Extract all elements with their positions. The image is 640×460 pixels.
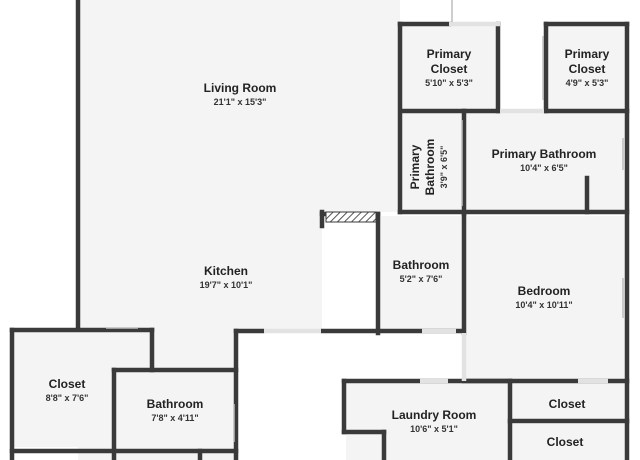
primary-bathroom-dims: 10'4" x 6'5" xyxy=(520,163,568,173)
bedroom-dims: 10'4" x 10'11" xyxy=(515,300,572,310)
primary-bath-small-floor xyxy=(402,113,462,211)
bathroom-left-floor xyxy=(116,372,234,449)
primary-bathroom-name: Primary Bathroom xyxy=(492,147,597,161)
bathroom-left-name: Bathroom xyxy=(147,397,204,411)
primary-bath-small-dims: 3'9" x 6'5" xyxy=(439,146,449,189)
closet-left-floor xyxy=(14,332,112,447)
door-marks xyxy=(106,0,624,442)
primary-closet-1-name-2: Closet xyxy=(431,62,468,76)
primary-closet-1-name-1: Primary xyxy=(427,47,472,61)
living-room-name: Living Room xyxy=(204,81,277,95)
bedroom-floor xyxy=(466,216,625,379)
closet-right-2-floor xyxy=(512,424,625,460)
closet-left-name: Closet xyxy=(49,377,86,391)
laundry-room-dims: 10'6" x 5'1" xyxy=(410,424,458,434)
bedroom-name: Bedroom xyxy=(518,284,571,298)
primary-bath-small-name-1: Primary xyxy=(408,144,422,189)
bathroom-center-floor xyxy=(380,216,462,331)
primary-bath-small-name-2: Bathroom xyxy=(423,139,437,196)
living-kitchen-floor xyxy=(78,0,400,460)
primary-closet-2-floor xyxy=(548,24,625,109)
laundry-room-name: Laundry Room xyxy=(392,408,477,422)
kitchen-name: Kitchen xyxy=(204,264,248,278)
bathroom-center-dims: 5'2" x 7'6" xyxy=(400,274,443,284)
laundry-room-floor xyxy=(346,383,508,460)
openings xyxy=(264,21,608,384)
closet-left-dims: 8'8" x 7'6" xyxy=(46,393,89,403)
bathroom-center-name: Bathroom xyxy=(393,258,450,272)
kitchen-dims: 19'7" x 10'1" xyxy=(200,280,253,290)
primary-bath-small-label: Primary Bathroom 3'9" x 6'5" xyxy=(408,139,449,196)
floor-areas xyxy=(14,0,625,460)
primary-bathroom-floor xyxy=(466,113,625,211)
closet-right-2-name: Closet xyxy=(547,435,584,449)
primary-closet-1-floor xyxy=(402,24,498,109)
bathroom-left-dims: 7'8" x 4'11" xyxy=(151,413,198,423)
room-labels: Living Room 21'1" x 15'3" Kitchen 19'7" … xyxy=(46,47,610,449)
living-room-dims: 21'1" x 15'3" xyxy=(214,97,267,107)
closet-right-1-name: Closet xyxy=(549,397,586,411)
primary-closet-2-name-2: Closet xyxy=(569,62,606,76)
primary-closet-1-dims: 5'10" x 5'3" xyxy=(425,78,473,88)
counter-hatch xyxy=(325,211,377,223)
closet-right-1-floor xyxy=(512,383,625,419)
primary-closet-2-name-1: Primary xyxy=(565,47,610,61)
primary-closet-2-dims: 4'9" x 5'3" xyxy=(566,78,609,88)
